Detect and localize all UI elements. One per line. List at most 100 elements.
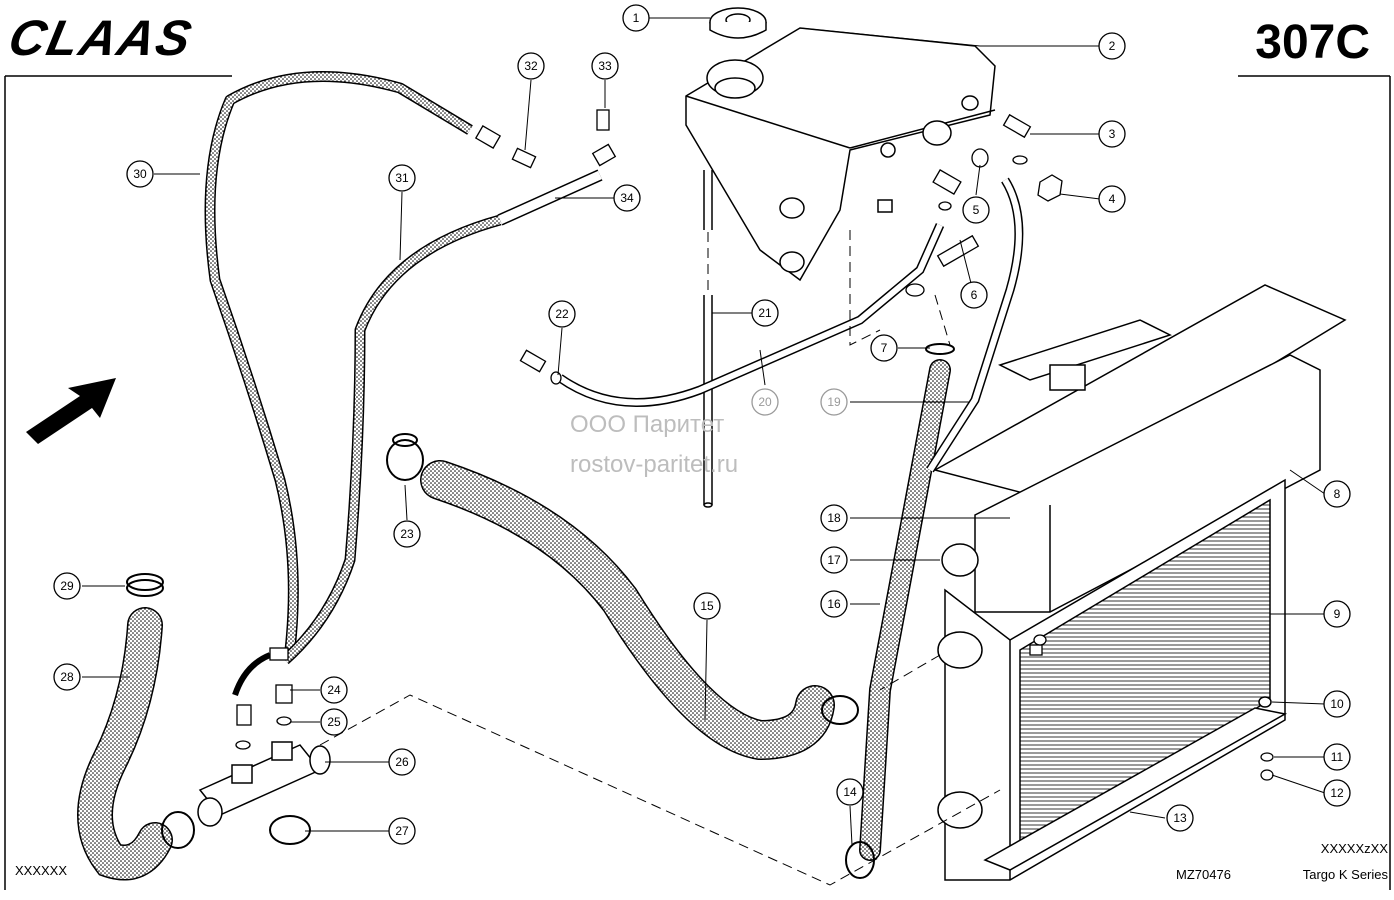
callout-circle (960, 281, 988, 309)
callout-circle (1098, 32, 1126, 60)
callout-circle (1323, 779, 1351, 807)
watermark: ООО Паритет rostov-paritet.ru (570, 411, 738, 478)
callout-circle (53, 663, 81, 691)
callout-number: 2 (1109, 39, 1116, 53)
callout-24: 24 (320, 676, 348, 704)
callout-30: 30 (126, 160, 154, 188)
callout-number: 1 (633, 11, 640, 25)
callout-22: 22 (548, 300, 576, 328)
callout-circle (751, 388, 779, 416)
callout-21: 21 (751, 299, 779, 327)
callout-number: 33 (598, 59, 612, 73)
callout-circle (320, 708, 348, 736)
callout-16: 16 (820, 590, 848, 618)
reference-lines (319, 230, 1001, 886)
callout-28: 28 (53, 663, 81, 691)
callout-circle (1323, 600, 1351, 628)
footer: XXXXXX XXXXXzXX MZ70476 Targo K Series (15, 841, 1388, 882)
callout-10: 10 (1323, 690, 1351, 718)
callout-circle (613, 184, 641, 212)
callout-circle (962, 196, 990, 224)
callout-number: 20 (758, 395, 772, 409)
callout-number: 13 (1173, 811, 1187, 825)
pipe-20 (557, 223, 945, 407)
expansion-tank (685, 27, 996, 282)
callout-number: 9 (1334, 607, 1341, 621)
callout-number: 28 (60, 670, 74, 684)
series-name: Targo K Series (1303, 867, 1389, 882)
callout-32: 32 (517, 52, 545, 80)
callout-circle (870, 334, 898, 362)
callout-31: 31 (388, 164, 416, 192)
callout-9: 9 (1323, 600, 1351, 628)
callout-circle (622, 4, 650, 32)
callout-circle (693, 592, 721, 620)
brand-logo: CLAAS (4, 10, 198, 66)
callout-number: 4 (1109, 192, 1116, 206)
callout-number: 8 (1334, 487, 1341, 501)
callout-17: 17 (820, 546, 848, 574)
callout-circle (820, 388, 848, 416)
callout-11: 11 (1323, 743, 1351, 771)
heater-valve (197, 741, 331, 827)
serial-left: XXXXXX (15, 863, 67, 878)
callout-8: 8 (1323, 480, 1351, 508)
callout-circle (388, 748, 416, 776)
callout-6: 6 (960, 281, 988, 309)
callout-circle (820, 590, 848, 618)
leader-lines (82, 17, 1326, 846)
callout-number: 12 (1330, 786, 1344, 800)
callout-circle (393, 520, 421, 548)
callout-number: 11 (1331, 750, 1344, 764)
callout-circle (1323, 480, 1351, 508)
callout-circle (1323, 690, 1351, 718)
callout-number: 29 (60, 579, 74, 593)
callout-circle (126, 160, 154, 188)
callout-number: 16 (827, 597, 841, 611)
callout-2: 2 (1098, 32, 1126, 60)
overflow-pipe (703, 170, 713, 508)
callout-34: 34 (613, 184, 641, 212)
callout-circle (820, 546, 848, 574)
callout-7: 7 (870, 334, 898, 362)
callout-circle (388, 817, 416, 845)
callout-number: 18 (827, 511, 841, 525)
callout-circle (751, 299, 779, 327)
drawing-number: MZ70476 (1176, 867, 1231, 882)
washer-nut (1260, 752, 1274, 781)
callout-number: 23 (400, 527, 414, 541)
callout-number: 7 (881, 341, 888, 355)
callout-number: 26 (395, 755, 409, 769)
callout-circle (517, 52, 545, 80)
callout-20: 20 (751, 388, 779, 416)
callout-circle (1098, 185, 1126, 213)
callout-circle (591, 52, 619, 80)
callout-number: 34 (620, 191, 634, 205)
callout-circle (548, 300, 576, 328)
header: CLAAS 307C (4, 10, 1391, 890)
callout-circle (53, 572, 81, 600)
callout-3: 3 (1098, 120, 1126, 148)
callout-25: 25 (320, 708, 348, 736)
hose-30 (204, 70, 473, 651)
callout-15: 15 (693, 592, 721, 620)
callout-circle (1166, 804, 1194, 832)
callout-number: 32 (524, 59, 538, 73)
callout-number: 27 (395, 824, 409, 838)
callout-1: 1 (622, 4, 650, 32)
watermark-line1: ООО Паритет (570, 411, 724, 438)
callout-number: 31 (395, 171, 409, 185)
callout-number: 25 (327, 715, 341, 729)
callout-number: 6 (971, 288, 978, 302)
callout-number: 5 (973, 203, 980, 217)
callout-circle (820, 504, 848, 532)
callout-23: 23 (393, 520, 421, 548)
callout-circle (320, 676, 348, 704)
callout-number: 21 (758, 306, 772, 320)
callout-circle (836, 778, 864, 806)
watermark-line2: rostov-paritet.ru (570, 451, 738, 478)
radiator (933, 284, 1347, 881)
hose-clamps (126, 343, 955, 879)
callout-number: 30 (133, 167, 147, 181)
